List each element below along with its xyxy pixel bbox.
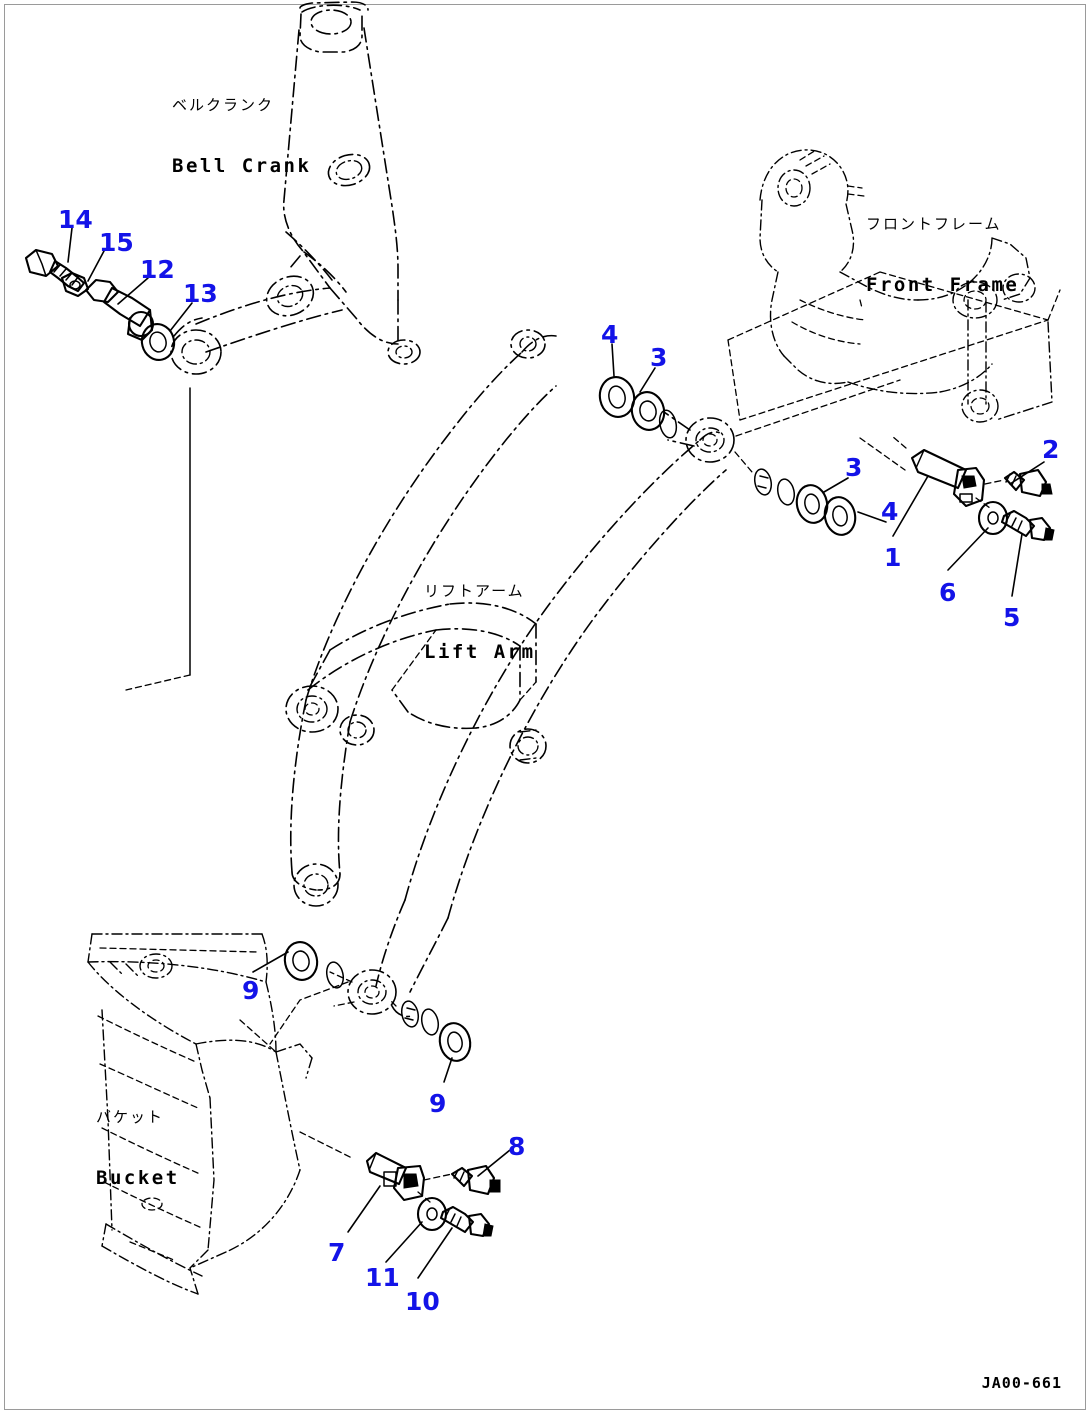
lift-arm-outline — [285, 329, 735, 1018]
callout-4b[interactable]: 4 — [881, 497, 899, 526]
caption-bucket-jp: バケット — [96, 1108, 165, 1126]
bell-crank-outline — [170, 1, 421, 375]
front-frame-outline — [727, 149, 1061, 423]
shim-stack-upper-left — [598, 376, 678, 439]
callout-10[interactable]: 10 — [405, 1287, 440, 1316]
caption-front-frame: フロントフレーム Front Frame — [866, 175, 1019, 338]
callout-3b[interactable]: 3 — [845, 453, 863, 482]
callout-8[interactable]: 8 — [508, 1132, 526, 1161]
caption-front-frame-jp: フロントフレーム — [866, 215, 1002, 233]
bucket-grease-fitting — [299, 1131, 501, 1238]
caption-lift-arm-en: Lift Arm — [424, 640, 536, 663]
callout-leaders-right — [611, 343, 1045, 597]
callout-7[interactable]: 7 — [328, 1238, 346, 1267]
callout-11[interactable]: 11 — [365, 1263, 400, 1292]
caption-bell-crank-en: Bell Crank — [172, 154, 312, 177]
bell-crank-pin-kit — [24, 248, 191, 691]
shim-stack-bucket-joint — [269, 941, 472, 1062]
shim-stack-right-of-pivot — [734, 379, 906, 536]
caption-lift-arm-jp: リフトアーム — [424, 582, 525, 600]
callout-13[interactable]: 13 — [183, 279, 218, 308]
callout-6[interactable]: 6 — [939, 578, 957, 607]
caption-bell-crank: ベルクランク Bell Crank — [172, 56, 311, 219]
callout-14[interactable]: 14 — [58, 205, 93, 234]
callout-5[interactable]: 5 — [1003, 603, 1021, 632]
caption-bucket: バケット Bucket — [96, 1068, 180, 1231]
sheet-code: JA00-661 — [981, 1374, 1062, 1392]
front-frame-grease-fitting — [891, 435, 1055, 542]
caption-lift-arm: リフトアーム Lift Arm — [424, 542, 536, 705]
callout-leaders-bottom — [252, 951, 511, 1279]
callout-3a[interactable]: 3 — [650, 343, 668, 372]
callout-2[interactable]: 2 — [1042, 435, 1060, 464]
bucket-outline — [87, 933, 313, 1295]
caption-bell-crank-jp: ベルクランク — [172, 96, 275, 114]
callout-9a[interactable]: 9 — [242, 976, 260, 1005]
caption-front-frame-en: Front Frame — [866, 273, 1020, 296]
caption-bucket-en: Bucket — [96, 1166, 180, 1189]
callout-9b[interactable]: 9 — [429, 1089, 447, 1118]
callout-15[interactable]: 15 — [99, 228, 134, 257]
callout-12[interactable]: 12 — [140, 255, 175, 284]
callout-4a[interactable]: 4 — [601, 320, 619, 349]
callout-leaders-bell-crank — [67, 227, 193, 332]
callout-1[interactable]: 1 — [884, 543, 902, 572]
